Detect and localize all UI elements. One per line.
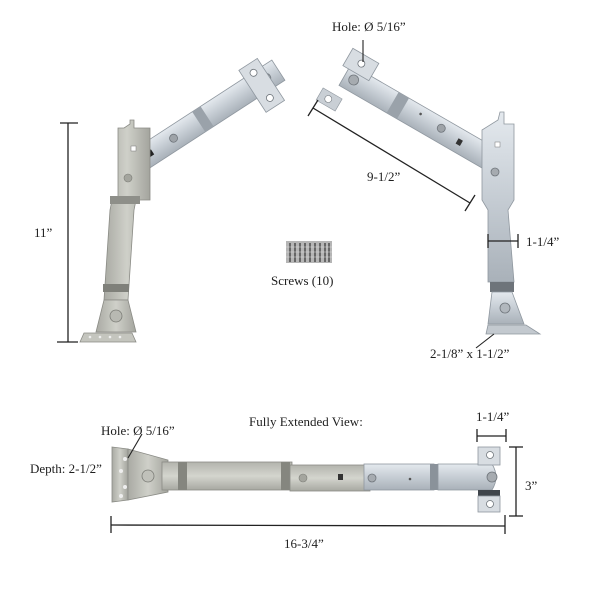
depth-label: Depth: 2-1/2” [30,461,102,476]
foot-leader-line [475,333,495,349]
extended-hole-leader-line [127,433,143,459]
extended-arm-image [111,446,501,513]
arm-length-label: 9-1/2” [367,169,401,184]
foot-size-label: 2-1/8” x 1-1/2” [430,346,510,361]
total-length-dimension-line [110,515,506,534]
left-arm-image [79,57,286,343]
height-label: 11” [34,225,53,240]
bracket-width-label: 1-1/4” [476,409,510,424]
height-dimension-line [57,122,78,343]
arm-length-dimension-line [307,99,476,212]
hole-diameter-label: Hole: Ø 5/16” [332,19,406,34]
screws-label: Screws (10) [271,273,334,288]
screws-image [286,241,332,263]
bracket-height-label: 3” [525,478,538,493]
extended-view-title: Fully Extended View: [249,414,363,429]
total-length-label: 16-3/4” [284,536,324,551]
bracket-height-dimension-line [509,446,523,517]
extended-hole-diameter-label: Hole: Ø 5/16” [101,423,175,438]
arm-width-label: 1-1/4” [526,234,560,249]
bracket-width-dimension-line [476,429,507,442]
right-arm-image [315,47,542,335]
arm-width-dimension-line [487,234,519,248]
